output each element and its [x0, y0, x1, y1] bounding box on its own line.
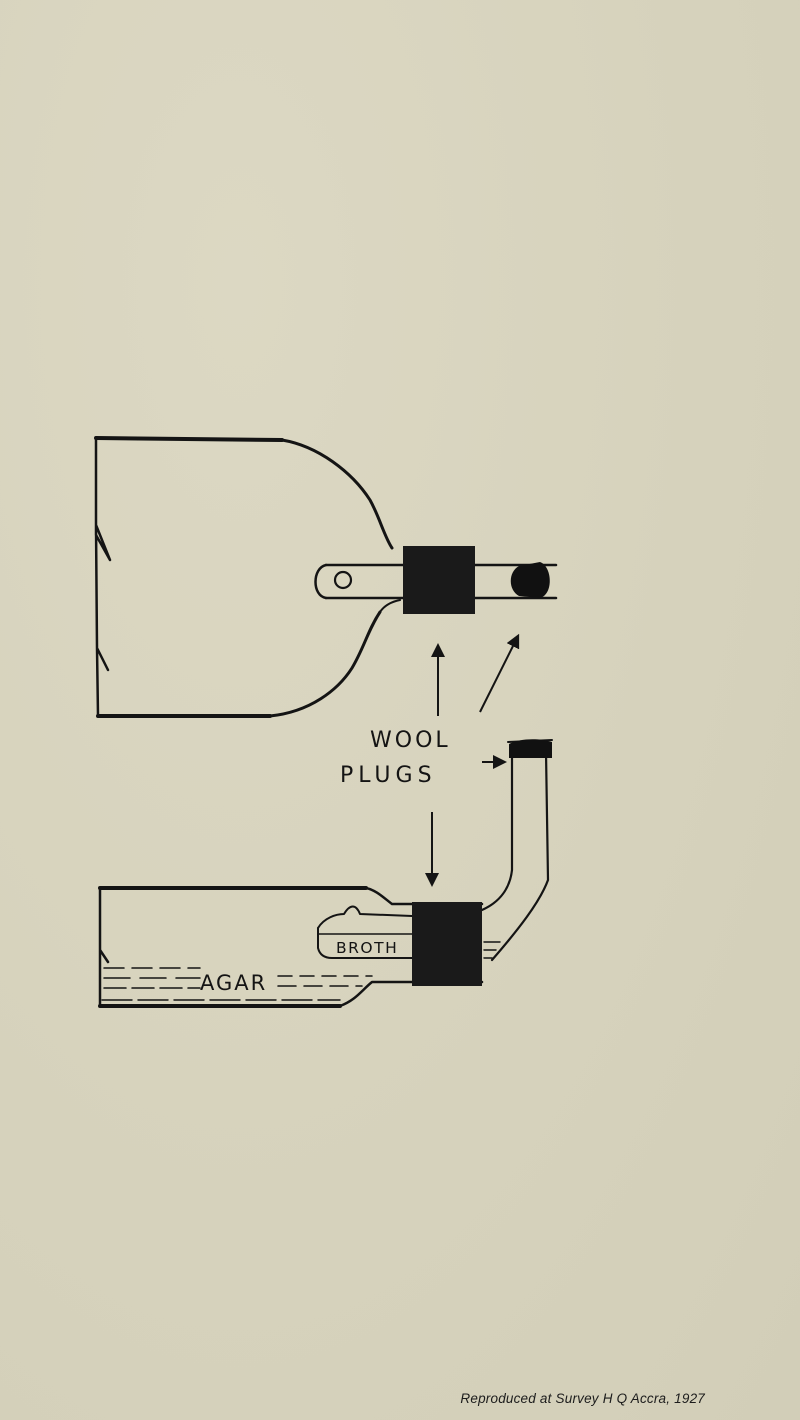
wool-plug-upper-neck	[403, 546, 475, 614]
upper-flask-shoulder-bottom	[268, 610, 382, 718]
wool-plug-lower	[412, 902, 482, 986]
lower-flask	[98, 886, 501, 1008]
label-agar: AGAR	[200, 971, 267, 995]
upper-flask	[94, 436, 558, 718]
lower-flask-shoulder-top	[364, 886, 484, 906]
broth-chamber-top	[317, 905, 413, 929]
label-broth: BROTH	[336, 939, 398, 957]
label-wool: WOOL	[370, 728, 451, 753]
lower-flask-left-wall	[98, 886, 110, 1008]
bent-tube-outer-wall	[490, 750, 550, 962]
label-plugs: PLUGS	[340, 763, 437, 788]
bent-tube	[480, 739, 553, 962]
upper-flask-top-edge	[94, 436, 284, 442]
arrow-diagonal-to-upper-tip	[479, 633, 520, 713]
upper-flask-neck-inner	[379, 599, 401, 613]
neck-opening-circle-icon	[333, 570, 353, 590]
wool-plug-upper-tip	[510, 562, 550, 598]
reproduction-credit: Reproduced at Survey H Q Accra, 1927	[460, 1391, 705, 1406]
upper-flask-shoulder-top	[280, 438, 394, 550]
wool-plug-tube-body	[512, 752, 546, 758]
upper-flask-neck-mouth	[314, 563, 328, 600]
lower-flask-shoulder-bottom	[338, 980, 484, 1008]
bent-tube-inner-wall	[480, 750, 514, 912]
broth-chamber-left	[317, 927, 413, 959]
upper-flask-left-wall	[94, 436, 112, 718]
